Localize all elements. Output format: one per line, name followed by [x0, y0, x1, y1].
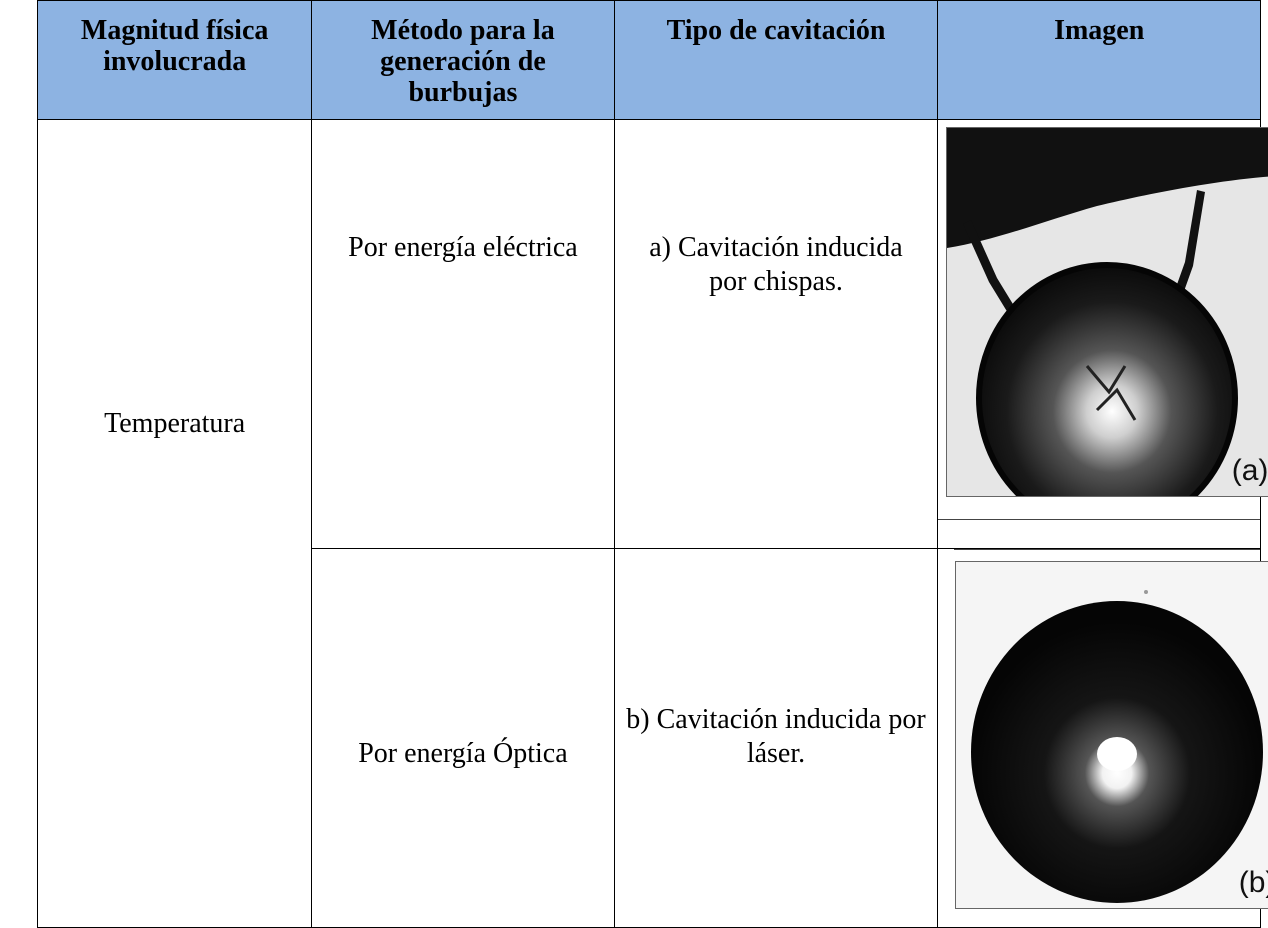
- spark-bubble-image: (a): [946, 127, 1268, 497]
- image-label-a: (a): [1231, 454, 1268, 487]
- header-method: Método para la generación de burbujas: [311, 0, 615, 120]
- image-top-border: [954, 549, 1260, 550]
- cell-cavitation-type: b) Cavitación inducida por láser.: [613, 548, 939, 928]
- cell-cavitation-type: a) Cavitación inducida por chispas.: [613, 119, 939, 549]
- header-row: Magnitud física involucrada Método para …: [36, 0, 1261, 120]
- image-label-b: (b): [1238, 866, 1268, 899]
- cell-image-a: (a): [937, 119, 1268, 549]
- cell-magnitude-temperature: Temperatura: [36, 119, 313, 928]
- header-magnitude: Magnitud física involucrada: [36, 0, 313, 120]
- header-cavitation-type: Tipo de cavitación: [613, 0, 939, 120]
- header-image: Imagen: [937, 0, 1261, 120]
- cell-image-b: (b): [937, 548, 1268, 928]
- cell-method: Por energía eléctrica: [311, 119, 615, 549]
- image-divider: [938, 519, 1260, 520]
- cell-method: Por energía Óptica: [311, 548, 615, 928]
- table-row: Temperatura Por energía eléctrica a) Cav…: [36, 119, 1268, 928]
- laser-bubble-image: (b): [955, 561, 1268, 909]
- cavitation-table: Magnitud física involucrada Método para …: [36, 0, 1268, 928]
- table-row: Por energía Óptica b) Cavitación inducid…: [38, 548, 1268, 928]
